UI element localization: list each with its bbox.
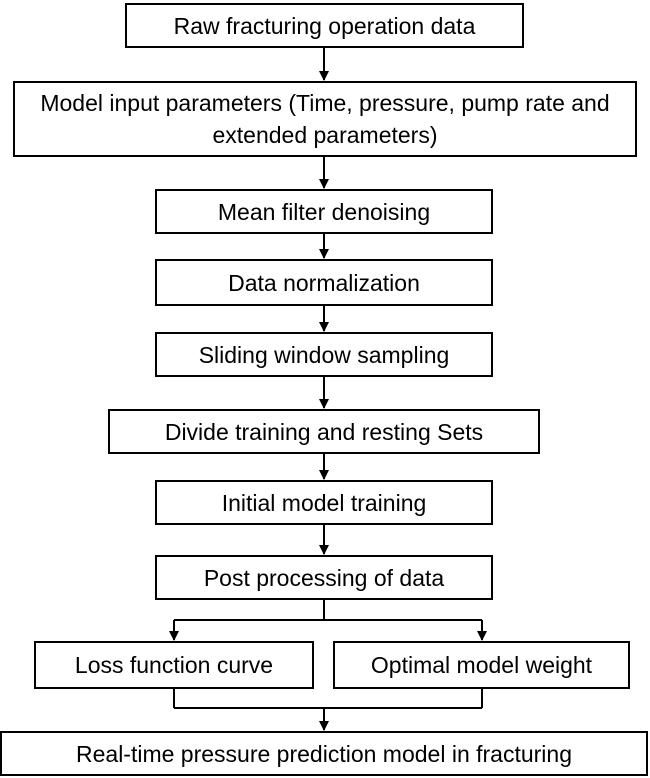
node-divide-sets-label: Divide training and resting Sets [164,418,484,445]
node-realtime-model-label: Real-time pressure prediction model in f… [76,740,572,767]
node-post-processing-label: Post processing of data [203,564,445,591]
node-sliding-window: Sliding window sampling [155,332,493,377]
node-normalization-label: Data normalization [228,269,420,296]
node-model-input-label: Model input parameters (Time, pressure, … [40,90,610,148]
node-normalization: Data normalization [155,259,493,306]
node-divide-sets: Divide training and resting Sets [108,409,540,454]
node-initial-training-label: Initial model training [221,489,427,516]
node-mean-filter: Mean filter denoising [155,189,493,234]
node-raw-data: Raw fracturing operation data [125,3,524,48]
node-loss-curve: Loss function curve [34,641,314,689]
node-model-input: Model input parameters (Time, pressure, … [13,81,637,157]
node-post-processing: Post processing of data [155,555,493,600]
node-mean-filter-label: Mean filter denoising [217,198,431,225]
node-sliding-window-label: Sliding window sampling [198,341,450,368]
node-realtime-model: Real-time pressure prediction model in f… [0,731,648,776]
node-raw-data-label: Raw fracturing operation data [173,12,476,39]
node-optimal-weight: Optimal model weight [333,641,630,689]
node-loss-curve-label: Loss function curve [74,652,274,678]
node-optimal-weight-label: Optimal model weight [370,652,593,678]
node-initial-training: Initial model training [155,480,493,525]
